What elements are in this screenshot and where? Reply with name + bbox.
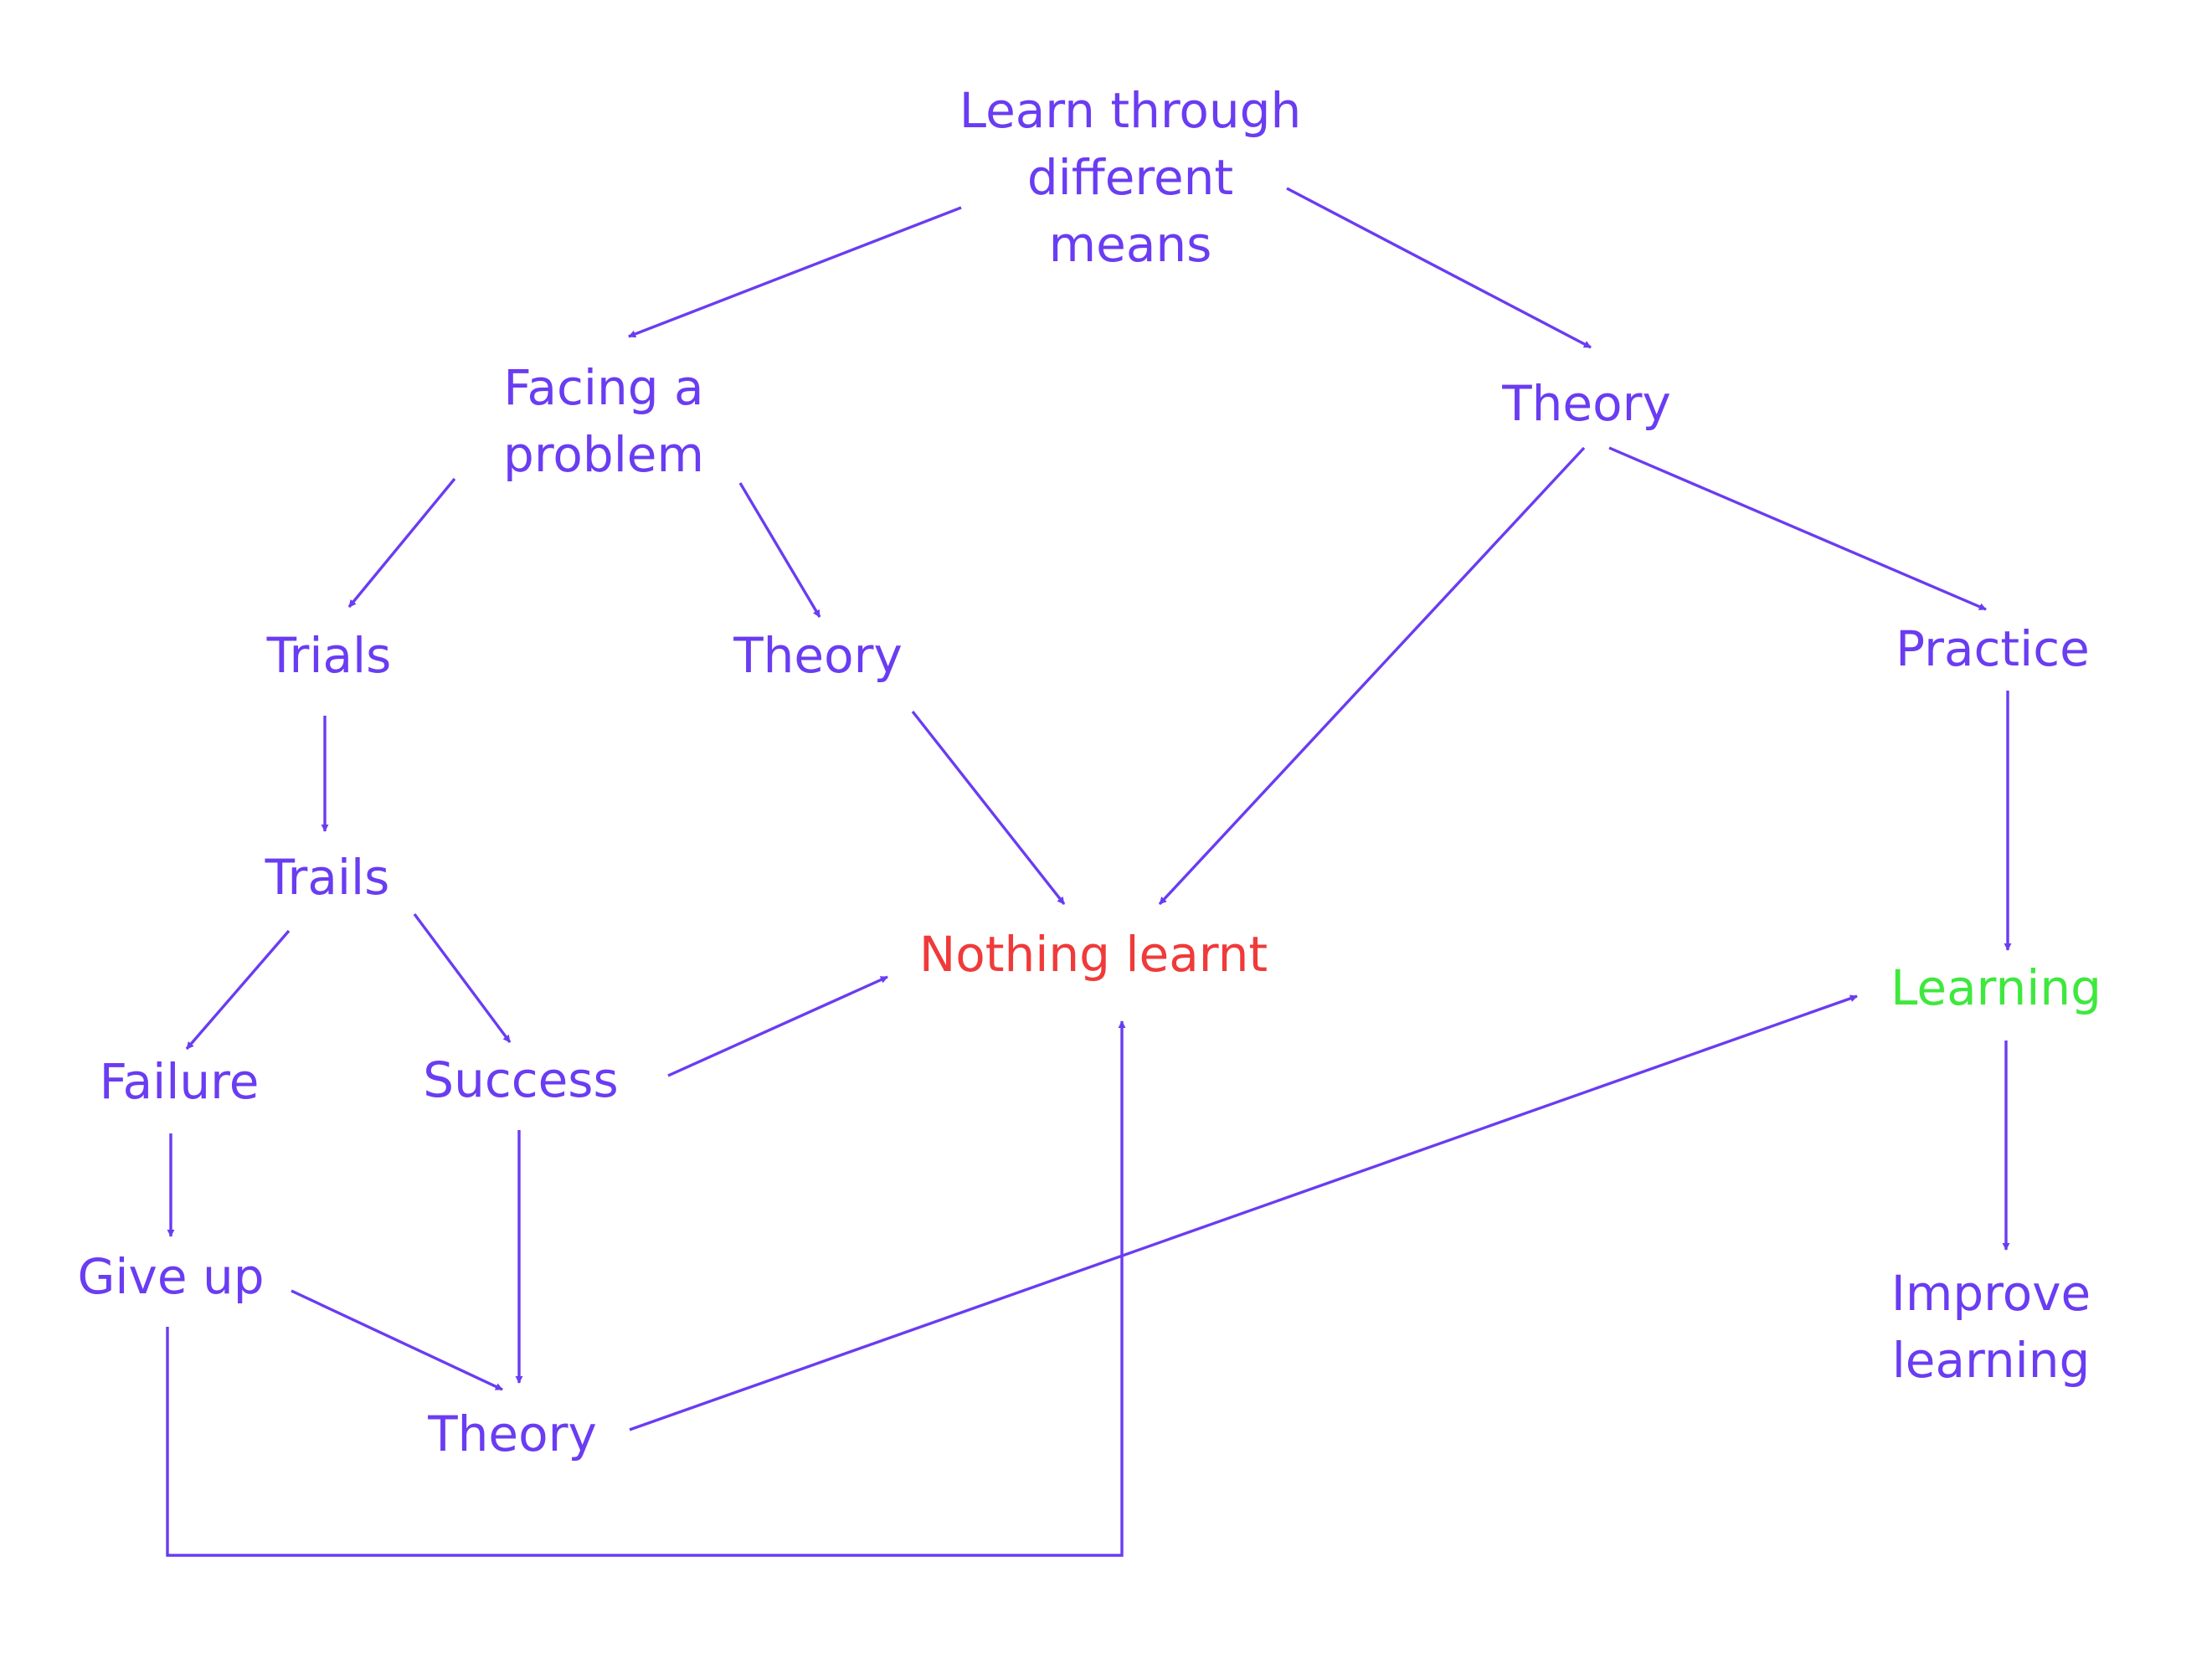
node-label-line: Theory [733,627,903,684]
node-label-line: Failure [100,1053,260,1110]
edges-layer [166,187,2012,1557]
arrow-success-to-nothing-learnt [667,975,888,1077]
node-label-line: Learning [1890,959,2101,1016]
node-label-line: Improve [1891,1265,2091,1322]
node-trials: Trials [266,627,392,684]
node-label-line: Theory [1501,375,1671,432]
node-success: Success [423,1051,618,1108]
node-label-line: different [1027,149,1233,206]
arrow-theory-middle-to-nothing-learnt [911,710,1066,906]
arrow-give-up-to-nothing-learnt [166,1020,1126,1557]
node-label-line: Learn through [959,82,1301,139]
arrow-trails-to-success [413,912,512,1044]
node-theory-right: Theory [1501,375,1671,432]
node-practice: Practice [1896,620,2090,677]
node-label-line: Theory [427,1405,597,1462]
node-label-line: Practice [1896,620,2090,677]
node-label-line: problem [503,426,704,483]
node-nothing-learnt: Nothing learnt [919,926,1268,983]
node-give-up: Give up [77,1248,264,1305]
node-theory-middle: Theory [733,627,903,684]
arrow-give-up-to-theory-bottom [291,1289,503,1391]
arrow-learn-root-to-facing-problem [628,206,962,338]
node-improve-learning: Improve learning [1891,1265,2091,1389]
node-learning: Learning [1890,959,2101,1016]
node-label-line: Trails [265,849,390,906]
node-label-line: means [1049,216,1212,273]
node-label-line: Success [423,1051,618,1108]
arrow-facing-problem-to-theory-middle [738,482,821,618]
arrow-trails-to-failure [185,929,291,1051]
arrow-theory-right-to-nothing-learnt [1158,446,1586,906]
arrow-facing-problem-to-trials [347,477,456,609]
node-failure: Failure [100,1053,260,1110]
arrow-theory-bottom-to-learning [629,994,1858,1431]
node-theory-bottom: Theory [427,1405,597,1462]
node-label-line: Give up [77,1248,264,1305]
node-facing-problem: Facing a problem [503,359,704,483]
node-label-line: learning [1892,1332,2091,1389]
arrow-learn-root-to-theory-right [1286,187,1592,349]
node-trails: Trails [265,849,390,906]
arrow-theory-right-to-practice [1608,446,1987,611]
node-label-line: Nothing learnt [919,926,1268,983]
node-label-line: Trials [266,627,392,684]
node-label-line: Facing a [503,359,703,416]
node-learn-root: Learn through different means [959,82,1301,273]
